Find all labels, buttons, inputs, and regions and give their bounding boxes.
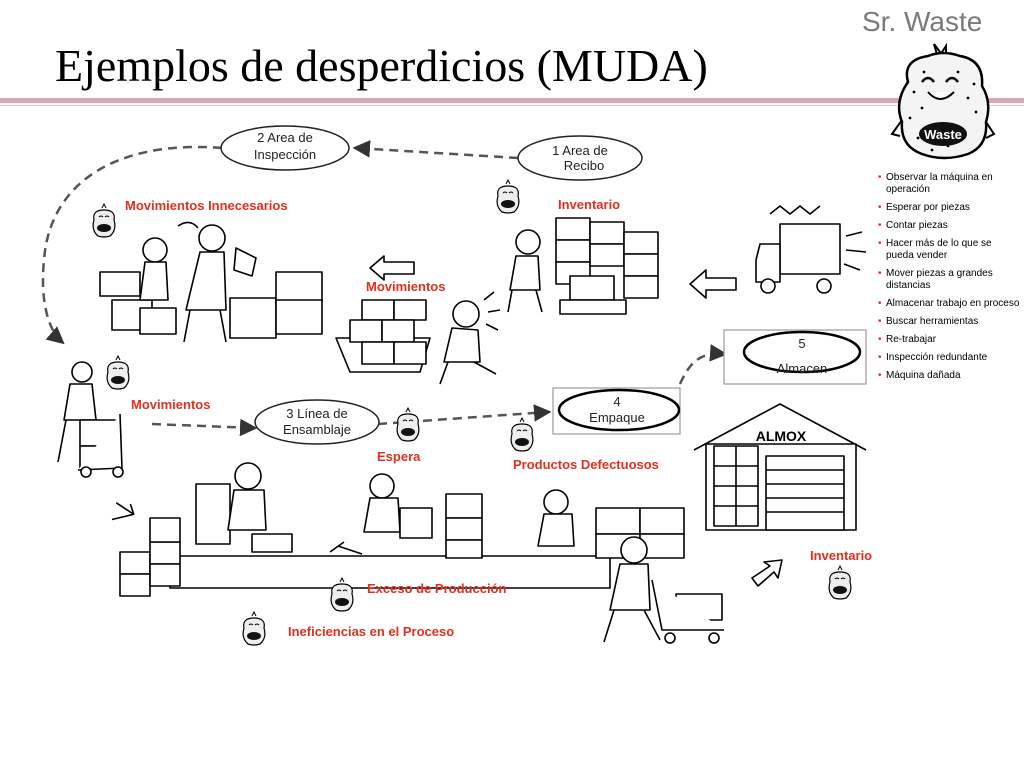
mini-waste-icon-6 xyxy=(828,565,852,600)
node-receiving-line2: Recibo xyxy=(564,158,604,173)
node-inspection-line2: Inspección xyxy=(254,147,316,162)
label-process-inefficiency: Ineficiencias en el Proceso xyxy=(288,624,455,639)
label-inventory-right: Inventario xyxy=(810,548,873,563)
almox-label: ALMOX xyxy=(756,428,807,444)
title-rule xyxy=(0,98,1024,103)
inspection-workers-illustration xyxy=(99,221,323,343)
node-receiving: 1 Area de Recibo xyxy=(517,135,643,181)
bullet-item: Buscar herramientas xyxy=(878,316,1020,328)
title-rule-thin xyxy=(0,105,1024,106)
assembly-line-illustration xyxy=(111,462,685,597)
brand-label: Sr. Waste xyxy=(862,6,983,37)
bullet-item: Almacenar trabajo en proceso xyxy=(878,298,1020,310)
waste-mascot-icon: Waste xyxy=(890,42,996,160)
flow-inspection-down xyxy=(41,145,223,345)
node-packing-line1: 4 xyxy=(613,394,620,409)
label-inventory-top: Inventario xyxy=(558,197,621,212)
bullet-item: Re-trabajar xyxy=(878,334,1020,346)
mini-waste-icon-8 xyxy=(242,611,266,646)
label-defects: Productos Defectuosos xyxy=(513,457,659,472)
page-title: Ejemplos de desperdicios (MUDA) xyxy=(55,40,708,91)
flow-receiving-to-inspection xyxy=(352,140,519,160)
bullet-item: Esperar por piezas xyxy=(878,202,1020,214)
bullet-item: Contar piezas xyxy=(878,220,1020,232)
receiving-inventory-illustration xyxy=(507,217,737,315)
mini-waste-icon-4 xyxy=(396,407,420,442)
flow-to-assembly xyxy=(151,418,258,437)
node-assembly: 3 Línea de Ensamblaje xyxy=(254,399,380,445)
mini-waste-icon-2 xyxy=(496,179,520,214)
label-movements-left: Movimientos xyxy=(131,397,211,412)
flow-packing-to-warehouse xyxy=(678,344,728,385)
bullet-item: Mover piezas a grandes distancias xyxy=(878,268,1020,292)
delivery-truck-illustration xyxy=(755,205,867,294)
bullet-item: Inspección redundante xyxy=(878,352,1020,364)
node-packing-line2: Empaque xyxy=(589,410,645,425)
node-warehouse-line1: 5 xyxy=(798,336,805,351)
mini-waste-icon-5 xyxy=(510,417,534,452)
label-unnecessary-moves: Movimientos Innecesarios xyxy=(125,198,288,213)
node-warehouse-line2: Almacen xyxy=(777,361,828,376)
bottom-mover-illustration xyxy=(603,536,783,644)
center-mover-illustration xyxy=(335,255,501,385)
label-overproduction: Exceso de Producción xyxy=(367,581,507,596)
bullet-item: Observar la máquina en operación xyxy=(878,172,1020,196)
node-assembly-line2: Ensamblaje xyxy=(283,422,351,437)
node-receiving-line1: 1 Area de xyxy=(552,143,608,158)
node-assembly-line1: 3 Línea de xyxy=(286,406,347,421)
label-waiting: Espera xyxy=(377,449,421,464)
node-inspection-line1: 2 Area de xyxy=(257,130,313,145)
bullet-item: Hacer más de lo que se pueda vender xyxy=(878,238,1020,262)
node-packing: 4 Empaque xyxy=(552,387,681,435)
label-movements-center: Movimientos xyxy=(366,279,446,294)
node-warehouse: 5 Almacen xyxy=(723,329,867,385)
almox-building-illustration xyxy=(693,403,867,531)
mini-waste-icon-3 xyxy=(106,355,130,390)
waste-bullet-list: Observar la máquina en operación Esperar… xyxy=(878,172,1020,388)
flow-assembly-to-packing xyxy=(377,404,552,426)
node-inspection: 2 Area de Inspección xyxy=(220,125,350,171)
mascot-badge-label: Waste xyxy=(924,127,962,142)
left-mover-illustration xyxy=(57,361,124,478)
bullet-item: Máquina dañada xyxy=(878,370,1020,382)
mini-waste-icon-1 xyxy=(92,203,116,238)
